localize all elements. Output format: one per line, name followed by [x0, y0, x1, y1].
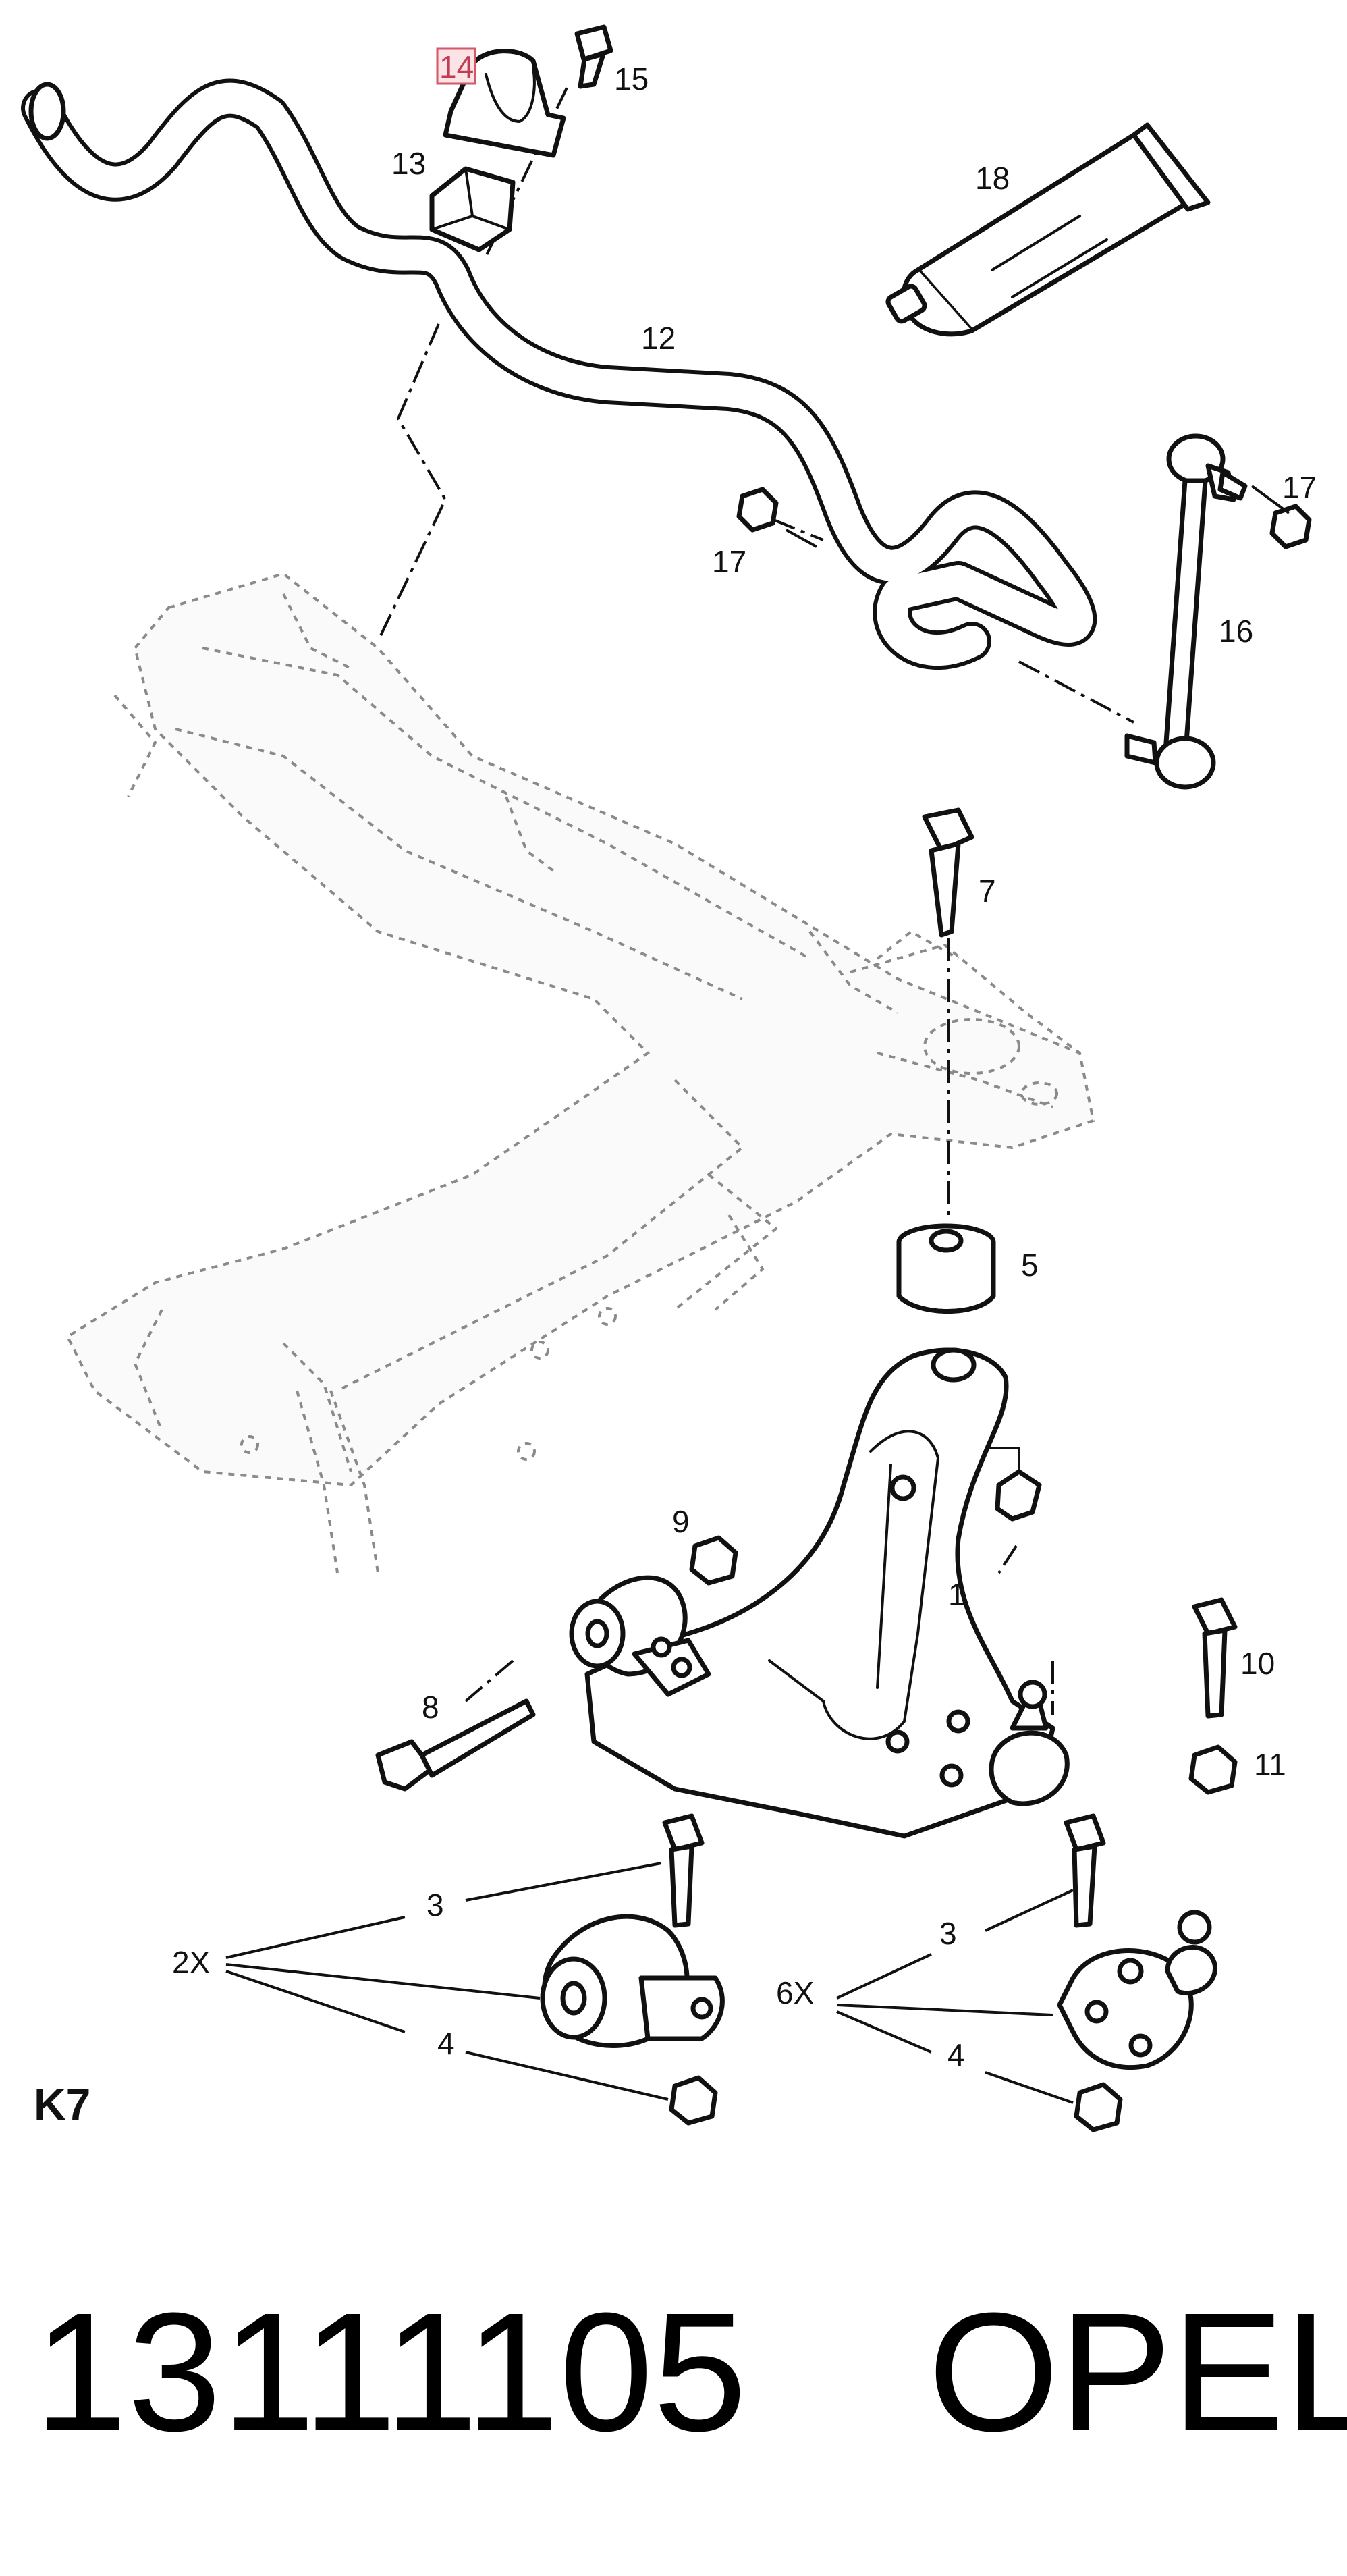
stabilizer-link: [1124, 433, 1248, 790]
axis-line: [773, 518, 824, 541]
nut-17-left: [736, 487, 779, 533]
callout-label: 4: [437, 2026, 455, 2061]
callout-label: 13: [391, 146, 426, 181]
callout-label: 15: [614, 61, 649, 97]
brand-name: OPEL: [928, 2278, 1347, 2466]
callout-label: 17: [712, 544, 746, 579]
grease-tube: [885, 122, 1211, 337]
callout-label-highlighted: 14: [439, 49, 474, 84]
callout-label: 8: [422, 1690, 439, 1725]
bolt-10: [1192, 1597, 1238, 1719]
bolt-part: [574, 24, 613, 89]
callout-label: 16: [1219, 614, 1253, 649]
nut-9: [689, 1535, 738, 1586]
nut-11: [1188, 1744, 1238, 1795]
callout-14-highlight: [436, 47, 476, 85]
bush-part: [429, 166, 516, 252]
callout-label: 6X: [776, 1975, 814, 2010]
axis-line: [464, 1659, 514, 1702]
callout-label: 9: [672, 1504, 690, 1539]
bush-5: [896, 1223, 996, 1314]
axis-line: [997, 1545, 1054, 1715]
callout-label: 3: [427, 1887, 444, 1923]
callout-label: 10: [1240, 1646, 1275, 1681]
subframe-outline: [65, 572, 1095, 1574]
bolt-8: [375, 1698, 536, 1792]
bolt-3-left: [662, 1813, 705, 1928]
section-label: K7: [34, 2079, 90, 2129]
axis-line: [1018, 660, 1134, 724]
callout-label: 12: [641, 321, 676, 356]
callout-label: 11: [1254, 1747, 1286, 1782]
bolt-7: [922, 807, 974, 938]
callout-label: 17: [1282, 470, 1317, 505]
nut-4-left: [669, 2075, 718, 2126]
callout-label: 18: [975, 161, 1010, 196]
nut-4-right: [1074, 2082, 1123, 2132]
callout-label: 4: [947, 2037, 965, 2072]
damper-block: [985, 1447, 1042, 1522]
bush-2x: [540, 1914, 725, 2048]
ball-joint-6x: [1057, 1910, 1217, 2070]
callout-label: 3: [939, 1916, 957, 1951]
callout-label: 2X: [172, 1945, 210, 1980]
callout-label: 1: [948, 1577, 966, 1612]
control-arm: [569, 1347, 1070, 1839]
callout-label: 7: [979, 874, 996, 909]
part-number: 13111105: [34, 2278, 747, 2466]
leader-lines: [225, 485, 1290, 2104]
bolt-3-right: [1064, 1813, 1106, 1928]
axis-line: [377, 323, 447, 642]
callout-label: 5: [1021, 1247, 1039, 1283]
nut-17-right: [1269, 504, 1312, 549]
stabilizer-bar: [21, 78, 1097, 670]
